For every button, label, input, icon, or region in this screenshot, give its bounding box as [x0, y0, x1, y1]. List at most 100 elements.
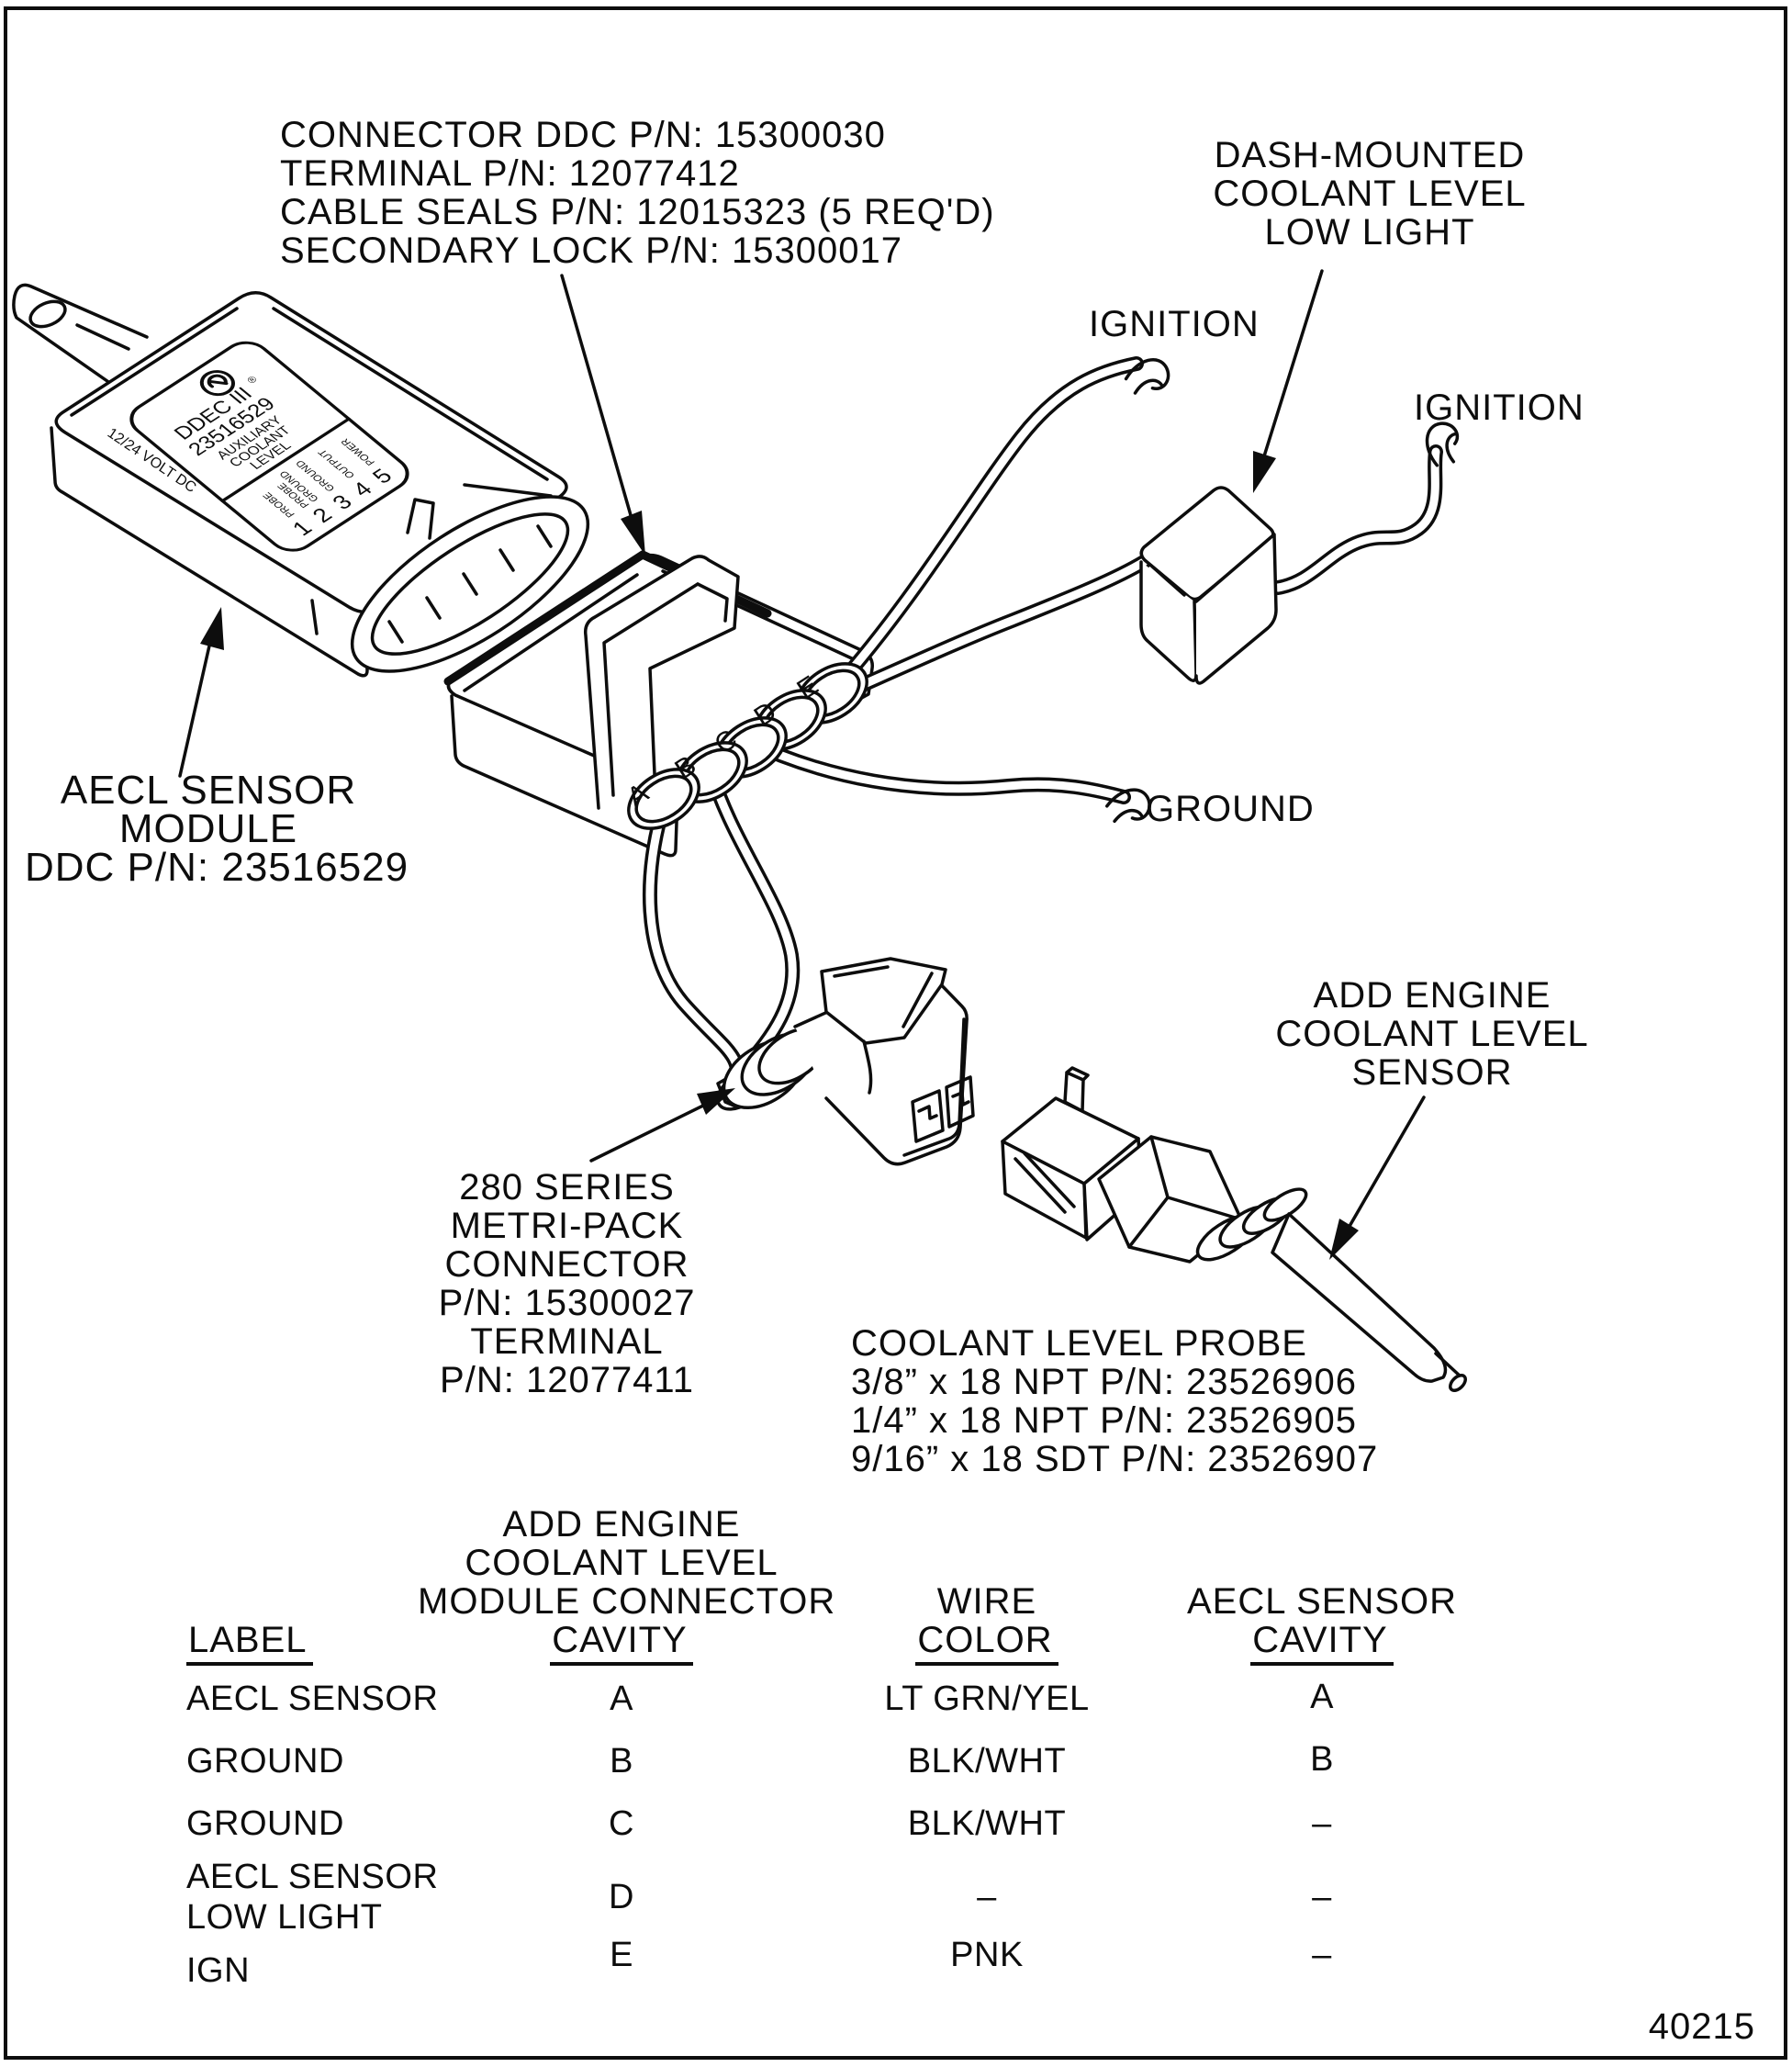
- connector-parts-note: CONNECTOR DDC P/N: 15300030 TERMINAL P/N…: [280, 116, 995, 270]
- table-row-label: IGN: [186, 1951, 251, 1990]
- table-cell-wire-color: LT GRN/YEL: [884, 1679, 1090, 1718]
- lock-wedge: [406, 498, 435, 540]
- label-line: SENSOR: [1351, 1052, 1513, 1093]
- metri-pack-latch: [820, 957, 947, 1045]
- leader-arrows: [178, 269, 1426, 1260]
- table-cell-cavity: A: [610, 1679, 633, 1718]
- metri-pack-callout: 280 SERIES METRI-PACK CONNECTOR P/N: 153…: [404, 1168, 730, 1399]
- dash-light-label: DASH-MOUNTED COOLANT LEVEL LOW LIGHT: [1186, 136, 1553, 252]
- sensor-wire-a: [645, 798, 742, 1090]
- label-line: LOW LIGHT: [186, 1898, 383, 1937]
- arrow-icon: [621, 511, 645, 556]
- figure-number: 40215: [1648, 2006, 1755, 2047]
- label-line: COOLANT LEVEL: [1275, 1014, 1589, 1054]
- label-line: CONNECTOR: [444, 1244, 689, 1285]
- harness-connector-front: [450, 694, 679, 858]
- table-cell-aecl-cavity: –: [1312, 1804, 1332, 1843]
- connector-shroud-inner: [370, 512, 570, 656]
- table-cell-aecl-cavity: –: [1312, 1936, 1332, 1974]
- coolant-sensor-drawing: [1001, 1066, 1467, 1392]
- leader-module: [178, 632, 214, 778]
- probe-note: COOLANT LEVEL PROBE 3/8” x 18 NPT P/N: 2…: [851, 1324, 1378, 1478]
- table-cell-cavity: C: [609, 1804, 634, 1843]
- table-row-label: GROUND: [186, 1742, 344, 1781]
- note-line: 1/4” x 18 NPT P/N: 23526905: [851, 1400, 1358, 1441]
- table-cell-wire-color: BLK/WHT: [907, 1742, 1067, 1781]
- ignition-wire: [831, 359, 1141, 693]
- table-row-label: GROUND: [186, 1804, 344, 1843]
- table-cell-cavity: B: [610, 1742, 633, 1781]
- table-cell-wire-color: PNK: [950, 1936, 1024, 1974]
- pin-slots: [387, 524, 553, 644]
- sensor-wire-b: [708, 771, 797, 1072]
- arrow-icon: [1329, 1219, 1359, 1260]
- note-line: CABLE SEALS P/N: 12015323 (5 REQ'D): [280, 192, 995, 232]
- label-line: METRI-PACK: [450, 1206, 684, 1246]
- header-underlined: CAVITY: [1250, 1621, 1394, 1666]
- table-header-col3: WIRE COLOR: [868, 1582, 1106, 1666]
- label-line: P/N: 12077411: [440, 1360, 694, 1400]
- header-line: MODULE CONNECTOR: [418, 1581, 836, 1622]
- table-cell-wire-color: BLK/WHT: [907, 1804, 1067, 1843]
- leader-metri-pack: [589, 1103, 707, 1163]
- label-line: ADD ENGINE: [1313, 975, 1551, 1016]
- header-underlined: LABEL: [186, 1621, 313, 1666]
- label-line: TERMINAL: [470, 1321, 664, 1362]
- table-cell-aecl-cavity: A: [1310, 1678, 1334, 1716]
- ddc-logo-detail: [207, 374, 229, 388]
- aecl-sensor-module-drawing: DDEC III ® 23516529 AUXILIARY COOLANT LE…: [12, 283, 590, 678]
- secondary-lock-bracket: [583, 555, 740, 810]
- header-line: WIRE: [936, 1581, 1037, 1622]
- header-line: CAVITY: [1184, 1621, 1460, 1666]
- module-chamfers: [70, 307, 549, 481]
- note-line: 3/8” x 18 NPT P/N: 23526906: [851, 1362, 1358, 1402]
- arrow-icon: [200, 607, 224, 650]
- label-line: MODULE: [118, 806, 298, 851]
- label-line: DASH-MOUNTED: [1214, 135, 1526, 175]
- dash-light-drawing: [1139, 486, 1278, 685]
- label-line: AECL SENSOR: [186, 1858, 439, 1896]
- note-line: 9/16” x 18 SDT P/N: 23526907: [851, 1439, 1379, 1479]
- ignition-label-top: IGNITION: [1089, 304, 1260, 344]
- label-line: COOLANT LEVEL: [1213, 174, 1527, 214]
- light-ignition-wire: [1273, 447, 1440, 592]
- table-header-col1: LABEL: [186, 1621, 313, 1666]
- label-line: 280 SERIES: [459, 1167, 675, 1208]
- ignition-label-right: IGNITION: [1414, 388, 1585, 428]
- table-cell-aecl-cavity: B: [1310, 1740, 1334, 1779]
- add-sensor-callout: ADD ENGINE COOLANT LEVEL SENSOR: [1249, 976, 1616, 1092]
- module-callout: AECL SENSOR MODULE DDC P/N: 23516529: [25, 770, 408, 888]
- module-label: DDEC III ® 23516529 AUXILIARY COOLANT LE…: [129, 341, 409, 552]
- table-cell-cavity: E: [610, 1936, 633, 1974]
- table-header-col2: ADD ENGINE COOLANT LEVEL MODULE CONNECTO…: [418, 1504, 836, 1666]
- header-underlined: COLOR: [915, 1621, 1058, 1666]
- table-row-label: AECL SENSOR LOW LIGHT: [186, 1857, 438, 1938]
- page-border: [4, 6, 1787, 2060]
- ground-label: GROUND: [1146, 789, 1315, 829]
- label-line: P/N: 15300027: [438, 1283, 696, 1323]
- arrow-icon: [1253, 451, 1276, 493]
- header-line: AECL SENSOR: [1186, 1581, 1458, 1622]
- note-line: TERMINAL P/N: 12077412: [280, 153, 740, 194]
- note-line: COOLANT LEVEL PROBE: [851, 1323, 1307, 1364]
- table-cell-aecl-cavity: –: [1312, 1878, 1332, 1916]
- cable-seals: [627, 662, 868, 830]
- tab-slot: [75, 323, 130, 351]
- header-line: ADD ENGINE: [502, 1504, 741, 1545]
- leader-sensor: [1343, 1095, 1426, 1236]
- ground-wire: [741, 736, 1128, 802]
- module-left-face: [50, 426, 369, 678]
- header-line: COLOR: [868, 1621, 1106, 1666]
- leader-connector-note: [560, 274, 634, 523]
- table-header-col4: AECL SENSOR CAVITY: [1184, 1582, 1460, 1666]
- table-row-label: AECL SENSOR: [186, 1679, 439, 1718]
- header-line: CAVITY: [418, 1621, 825, 1666]
- table-cell-cavity: D: [609, 1878, 634, 1916]
- header-underlined: CAVITY: [550, 1621, 693, 1666]
- ddc-logo-icon: [199, 370, 235, 397]
- note-line: CONNECTOR DDC P/N: 15300030: [280, 115, 886, 155]
- module-seams: [310, 483, 553, 635]
- table-cell-wire-color: –: [977, 1878, 997, 1916]
- leader-dash-light: [1261, 269, 1324, 461]
